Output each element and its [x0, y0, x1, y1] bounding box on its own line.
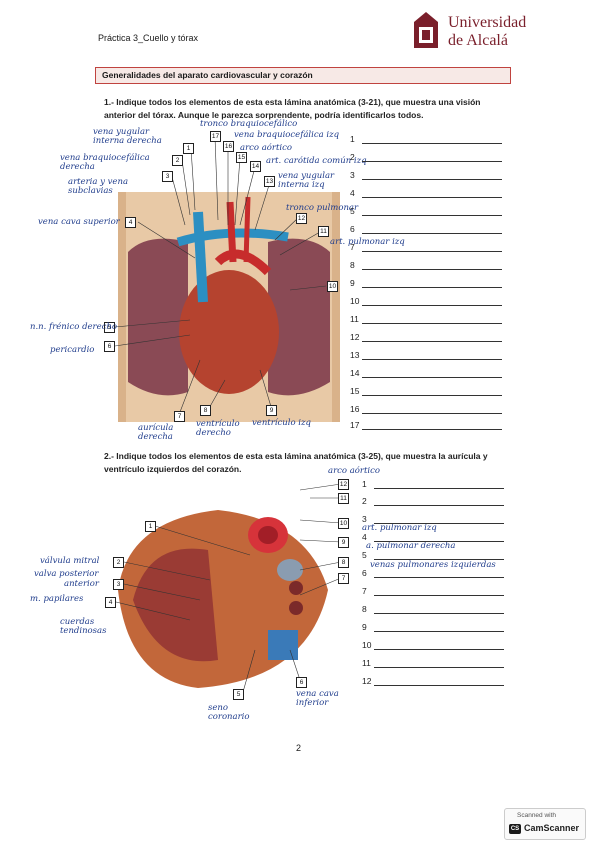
university-crest-icon	[414, 12, 438, 48]
q2-label-box: 7	[338, 573, 349, 584]
q2-handwritten-note: m. papilares	[30, 594, 84, 604]
practice-title: Práctica 3_Cuello y tórax	[98, 33, 199, 43]
q2-label-box: 9	[338, 537, 349, 548]
q1-label-box: 16	[223, 141, 234, 152]
q2-handwritten-note: seno coronario	[208, 703, 250, 722]
q2-label-box: 1	[145, 521, 156, 532]
q2-label-box: 4	[105, 597, 116, 608]
q1-handwritten-note: vena cava superior	[38, 217, 120, 227]
q1-handwritten-note: arco aórtico	[240, 143, 292, 153]
q1-label-box: 5	[104, 322, 115, 333]
q2-handwritten-note: art. pulmonar izq	[362, 523, 437, 533]
q2-handwritten-note: anterior	[64, 579, 99, 589]
q1-label-box: 11	[318, 226, 329, 237]
q1-handwritten-note: tronco pulmonar	[286, 203, 359, 213]
section-heading: Generalidades del aparato cardiovascular…	[95, 67, 511, 84]
q1-label-box: 13	[264, 176, 275, 187]
q2-label-box: 10	[338, 518, 349, 529]
q1-label-box: 14	[250, 161, 261, 172]
q2-label-box: 6	[296, 677, 307, 688]
q1-label-box: 9	[266, 405, 277, 416]
scanner-brand: CamScanner	[524, 823, 580, 833]
q2-handwritten-note: cuerdas tendinosas	[60, 617, 107, 636]
q2-handwritten-note: vena cava inferior	[296, 689, 339, 708]
q1-label-box: 7	[174, 411, 185, 422]
q1-label-box: 6	[104, 341, 115, 352]
section-title: Generalidades del aparato cardiovascular…	[102, 70, 313, 80]
q1-label-box: 12	[296, 213, 307, 224]
q1-label-box: 3	[162, 171, 173, 182]
q1-handwritten-note: vena braquiocefálica derecha	[60, 153, 150, 172]
q1-label-box: 10	[327, 281, 338, 292]
q2-label-box: 8	[338, 557, 349, 568]
q1-handwritten-note: ventrículo derecho	[196, 419, 240, 438]
q1-handwritten-note: n.n. frénico derecho	[30, 322, 117, 332]
q2-handwritten-note: a. pulmonar derecha	[366, 541, 456, 551]
university-logo: Universidad de Alcalá	[410, 12, 540, 56]
q1-handwritten-note: pericardio	[50, 345, 95, 355]
q2-handwritten-note: arco aórtico	[328, 466, 380, 476]
scanner-badge: Scanned with CS CamScanner	[504, 808, 586, 840]
q2-handwritten-note: válvula mitral	[40, 556, 100, 566]
page-number: 2	[296, 743, 302, 753]
q1-label-box: 2	[172, 155, 183, 166]
q2-handwritten-note: venas pulmonares izquierdas	[370, 560, 496, 570]
q2-label-box: 12	[338, 479, 349, 490]
q1-handwritten-note: aurícula derecha	[138, 423, 174, 442]
left-heart-illustration	[118, 510, 328, 688]
question-1-text: 1.- Indique todos los elementos de esta …	[104, 97, 481, 120]
q1-label-box: 4	[125, 217, 136, 228]
q1-handwritten-note: tronco braquiocefálico	[200, 119, 298, 129]
question-2-text: 2.- Indique todos los elementos de esta …	[104, 451, 488, 474]
q2-handwritten-note: valva posterior	[34, 569, 99, 579]
university-name-line2: de Alcalá	[448, 32, 508, 49]
q1-handwritten-note: vena yugular interna izq	[278, 171, 335, 190]
q1-handwritten-note: vena braquiocefálica izq	[234, 130, 340, 140]
university-name-line1: Universidad	[448, 14, 527, 31]
q1-handwritten-note: art. carótida común izq	[266, 156, 367, 166]
q1-handwritten-note: art. pulmonar izq	[330, 237, 405, 247]
q2-label-box: 11	[338, 493, 349, 504]
q2-label-box: 3	[113, 579, 124, 590]
q1-handwritten-note: ventrículo izq	[252, 418, 311, 428]
q2-label-box: 5	[233, 689, 244, 700]
q1-handwritten-note: vena yugular interna derecha	[93, 127, 162, 146]
thorax-anterior-illustration	[118, 192, 340, 422]
q1-label-box: 8	[200, 405, 211, 416]
q1-label-box: 17	[210, 131, 221, 142]
q1-handwritten-note: arteria y vena subclavias	[68, 177, 129, 196]
scanner-caption: Scanned with	[517, 812, 557, 819]
q2-label-box: 2	[113, 557, 124, 568]
q1-label-box: 15	[236, 152, 247, 163]
q1-label-box: 1	[183, 143, 194, 154]
camscanner-logo-icon: CS	[509, 824, 521, 834]
